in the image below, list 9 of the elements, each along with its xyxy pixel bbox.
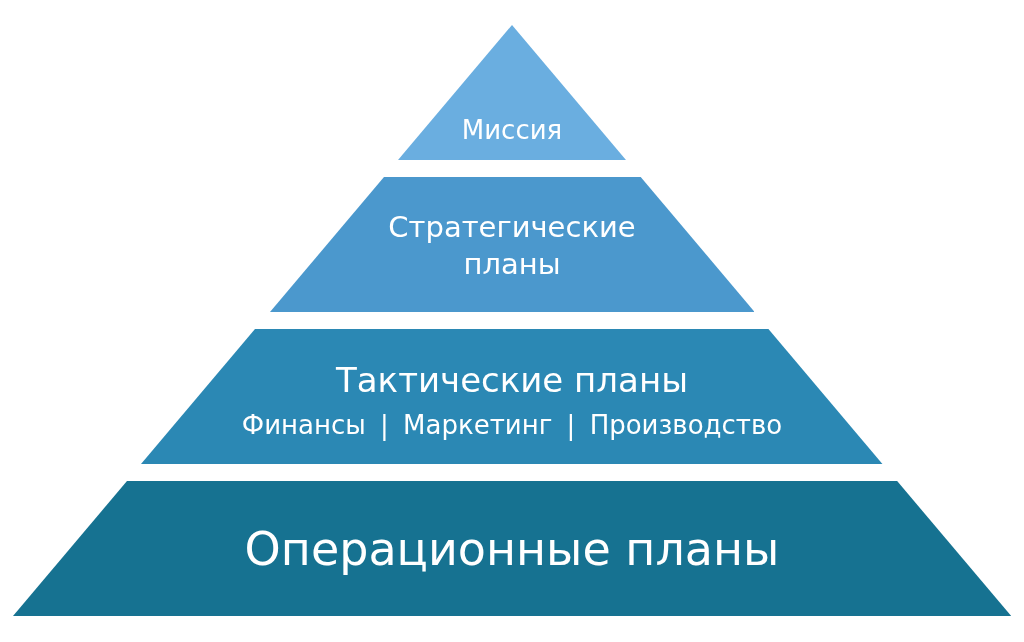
tier-subtitle: Финансы | Маркетинг | Производство <box>241 408 783 443</box>
tier-title: Стратегические планы <box>387 208 637 283</box>
pyramid-tier <box>269 177 755 312</box>
pyramid-tier <box>141 329 883 464</box>
tier-title: Миссия <box>461 114 563 146</box>
pyramid-top-triangle <box>398 25 626 160</box>
pyramid-tier <box>12 481 1012 616</box>
tier-title: Операционные планы <box>244 521 780 576</box>
tier-title: Тактические планы <box>336 358 688 401</box>
